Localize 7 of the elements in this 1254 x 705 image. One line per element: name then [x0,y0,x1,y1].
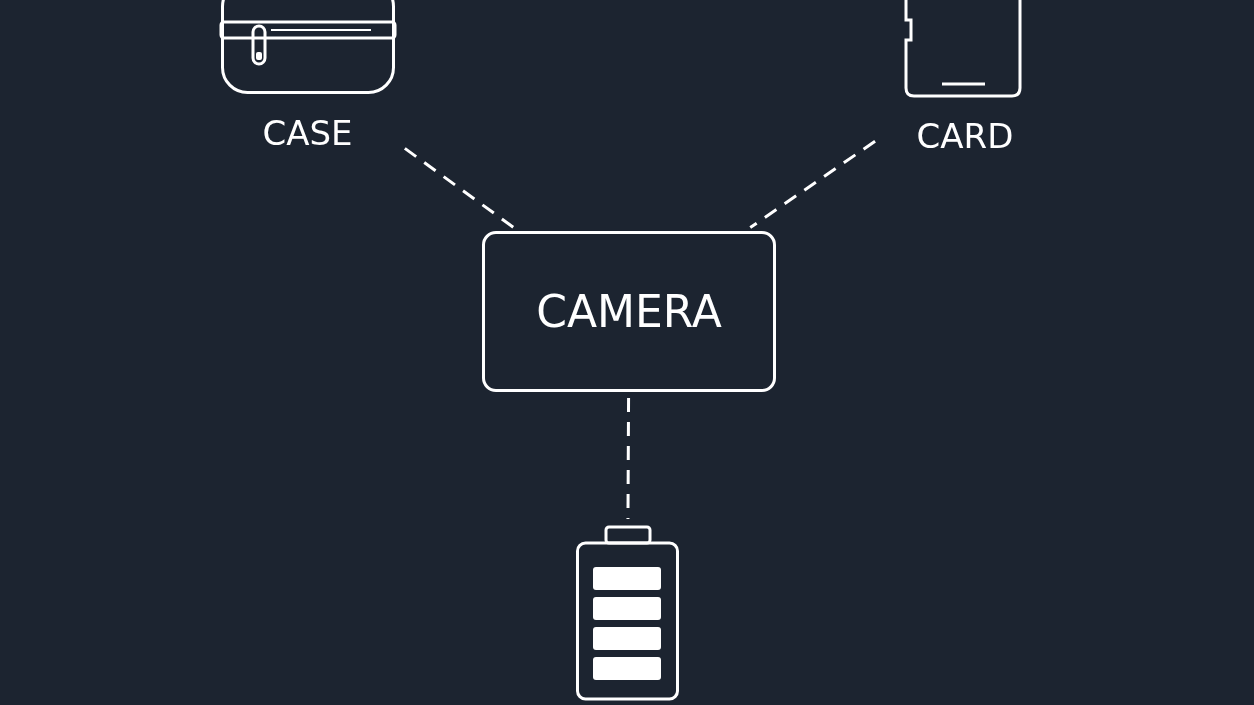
battery-icon [574,525,681,702]
node-label: CASE [262,113,353,153]
node-label: CARD [916,116,1014,156]
connector-line [749,140,876,229]
process-box: CAMERA [482,231,776,392]
connector-line [626,398,631,519]
connector-line [403,147,515,229]
